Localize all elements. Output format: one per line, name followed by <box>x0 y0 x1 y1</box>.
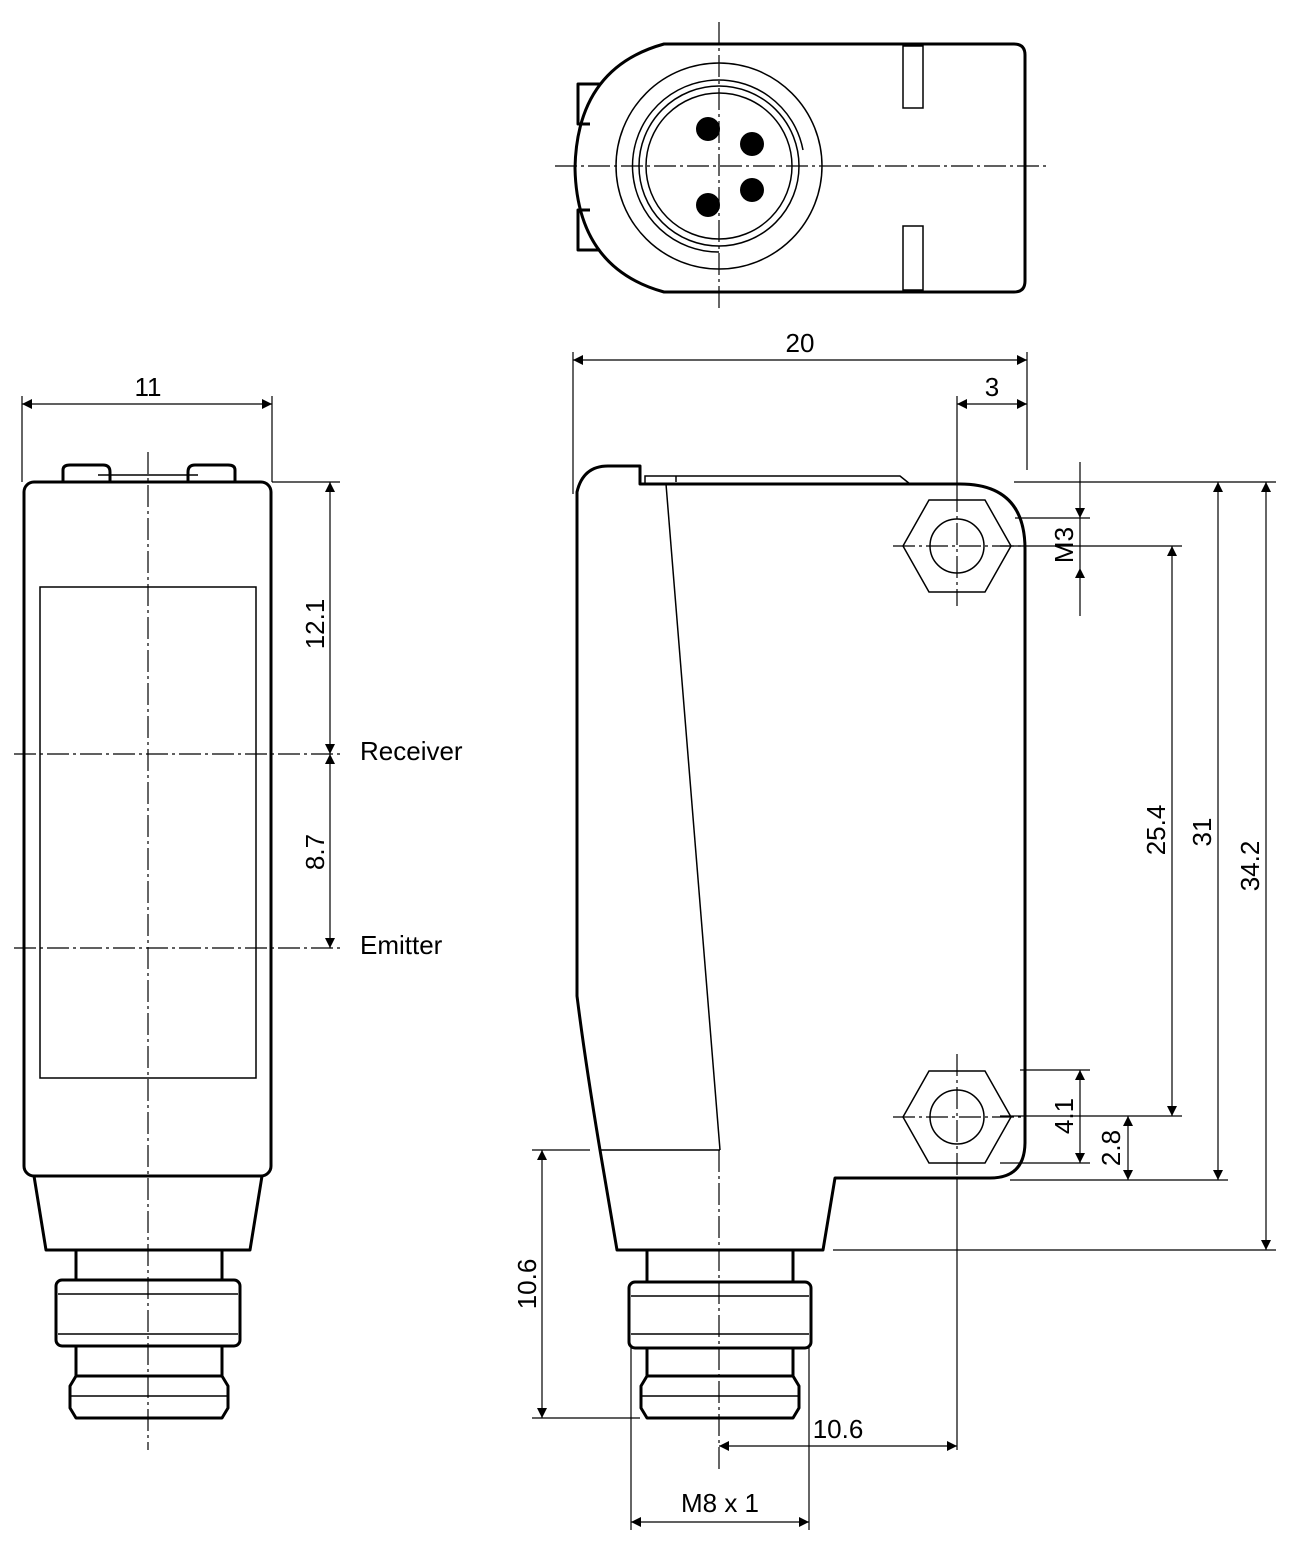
side-view-thread-neck <box>74 1344 224 1378</box>
side-view-plug-tip <box>68 1375 230 1420</box>
dim-hole-diameter: 4.1 <box>1049 1098 1079 1134</box>
dim-width-side: 11 <box>135 372 162 402</box>
connector-ring-spiral <box>631 79 804 253</box>
front-view-thread-neck <box>645 1346 795 1378</box>
receiver-label: Receiver <box>360 736 463 766</box>
top-view-slot-lower <box>902 225 924 291</box>
connector-pin-2 <box>740 132 764 156</box>
top-view-slot-upper <box>902 45 924 109</box>
top-view-housing <box>573 42 1027 294</box>
side-view: 11 12.1 8.7 Receiver Emitter <box>14 372 463 1450</box>
front-view-nut <box>627 1280 813 1350</box>
dim-hole-spacing: 25.4 <box>1141 805 1171 856</box>
side-view-top-tab-right <box>186 463 237 482</box>
emitter-label: Emitter <box>360 930 443 960</box>
dim-thread-hole: M3 <box>1049 527 1079 563</box>
dim-connector-thread: M8 x 1 <box>681 1488 759 1518</box>
front-view-neck <box>645 1248 795 1284</box>
dim-width-front: 20 <box>786 328 815 358</box>
dim-height-total: 34.2 <box>1235 841 1265 892</box>
top-view-clip-upper <box>576 82 600 126</box>
side-view-neck <box>74 1248 224 1282</box>
dim-emitter-spacing: 8.7 <box>300 834 330 870</box>
connector-pin-3 <box>740 178 764 202</box>
dim-height-body: 31 <box>1187 818 1217 847</box>
top-view-clip-lower <box>576 208 600 252</box>
front-view-face-bevel <box>665 483 721 1151</box>
dim-bottom-offset: 2.8 <box>1096 1130 1126 1166</box>
dim-receiver-offset: 12.1 <box>300 599 330 650</box>
dim-connector-length: 10.6 <box>512 1259 542 1310</box>
connector-pin-1 <box>696 117 720 141</box>
dim-hole-edge-offset: 3 <box>985 372 999 402</box>
front-view-top-cover <box>644 475 911 485</box>
dim-connector-offset: 10.6 <box>813 1414 864 1444</box>
front-view: 20 3 M3 25.4 31 34.2 4.1 2.8 <box>512 328 1276 1530</box>
side-view-top-tab-left <box>61 463 112 482</box>
front-view-plug-tip <box>639 1375 801 1420</box>
connector-pin-4 <box>696 193 720 217</box>
top-view <box>555 22 1048 312</box>
side-view-body <box>22 480 273 1178</box>
front-view-body <box>575 464 1027 1252</box>
